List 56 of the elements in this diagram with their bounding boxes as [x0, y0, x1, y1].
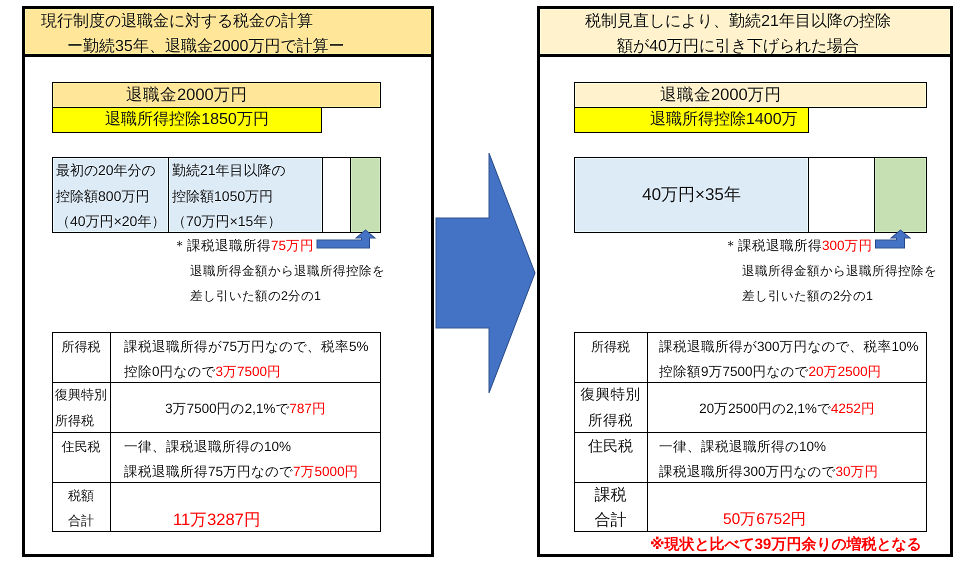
tax-amount: 11万3287円 [173, 511, 261, 529]
tax-amount: 787円 [289, 400, 326, 416]
cell-text: 課税退職所得が300万円なので、税率10% [659, 338, 919, 354]
panel-title: 現行制度の退職金に対する税金の計算 [41, 12, 313, 32]
tax-amount: 7万5000円 [293, 464, 359, 478]
row-header: 復興特別所得税 [580, 386, 642, 431]
segment-block [874, 157, 927, 233]
cell-text: 20万2500円の2,1%で [699, 400, 831, 416]
row-header: 住民税 [588, 438, 633, 454]
cell-text: 課税退職所得が75万円なので、税率5% [124, 338, 369, 354]
conclusion-note: ※現状と比べて39万円余りの増税となる [650, 536, 922, 554]
row-header: 税額合計 [66, 486, 95, 530]
tax-amount: 20万2500円 [808, 364, 882, 378]
cell-text: 課税退職所得75万円なので [124, 464, 294, 478]
segment-block [808, 157, 875, 233]
note-text: 退職所得金額から退職所得控除を差し引いた額の2分の1 [190, 264, 385, 302]
note-text: ＊課税退職所得 [724, 238, 822, 253]
arrow [875, 229, 912, 248]
segment-formula: （70万円×15年） [172, 212, 282, 231]
panel-subtitle: ー勤続35年、退職金2000万円で計算ー [67, 36, 344, 57]
segment-block [52, 157, 169, 233]
row-header: 所得税 [591, 338, 630, 354]
segment-text: 勤続21年目以降の控除額1050万円 [172, 161, 287, 206]
deduction-bar: 退職所得控除1400万 [574, 107, 809, 133]
amount-text: 75万円 [271, 238, 314, 253]
amount-bar: 退職金2000万円 [52, 82, 381, 108]
segment-block [168, 157, 323, 233]
cell-text: 3万7500円の2,1%で [165, 400, 290, 416]
cell-text: 一律、課税退職所得の10% [124, 438, 292, 454]
tax-amount: 4252円 [830, 400, 875, 416]
note-text: ＊課税退職所得 [173, 238, 271, 253]
panel-frame [22, 6, 434, 557]
segment-text: 最初の20年分の控除額800万円 [56, 161, 157, 206]
amount-bar: 退職金2000万円 [574, 82, 927, 108]
segment-block: 40万円×35年 [574, 157, 809, 233]
cell-text: 控除0円なので [124, 364, 216, 378]
segment-block [350, 157, 381, 233]
cell-text: 課税退職所得300万円なので [659, 464, 836, 478]
tax-amount: 3万7500円 [216, 364, 282, 378]
segment-block [322, 157, 351, 233]
amount-text: 300万円 [822, 238, 873, 253]
arrow [316, 229, 376, 248]
block-arrow [436, 152, 536, 394]
panel-title: 税制見直しにより、勤続21年目以降の控除額が40万円に引き下げられた場合 [584, 12, 892, 57]
row-header: 住民税 [62, 438, 100, 454]
row-header: 課税合計 [593, 486, 628, 530]
panel-frame [537, 6, 953, 557]
tax-amount: 50万6752円 [723, 511, 807, 528]
deduction-bar: 退職所得控除1850万円 [52, 107, 322, 133]
note-text: 退職所得金額から退職所得控除を差し引いた額の2分の1 [742, 264, 937, 302]
row-header: 復興特別所得税 [55, 386, 108, 430]
tax-amount: 30万円 [836, 464, 879, 478]
cell-text: 控除額9万7500円なので [659, 364, 809, 378]
row-header: 所得税 [62, 338, 100, 354]
cell-text: 一律、課税退職所得の10% [659, 438, 826, 454]
segment-formula: （40万円×20年） [56, 212, 166, 231]
